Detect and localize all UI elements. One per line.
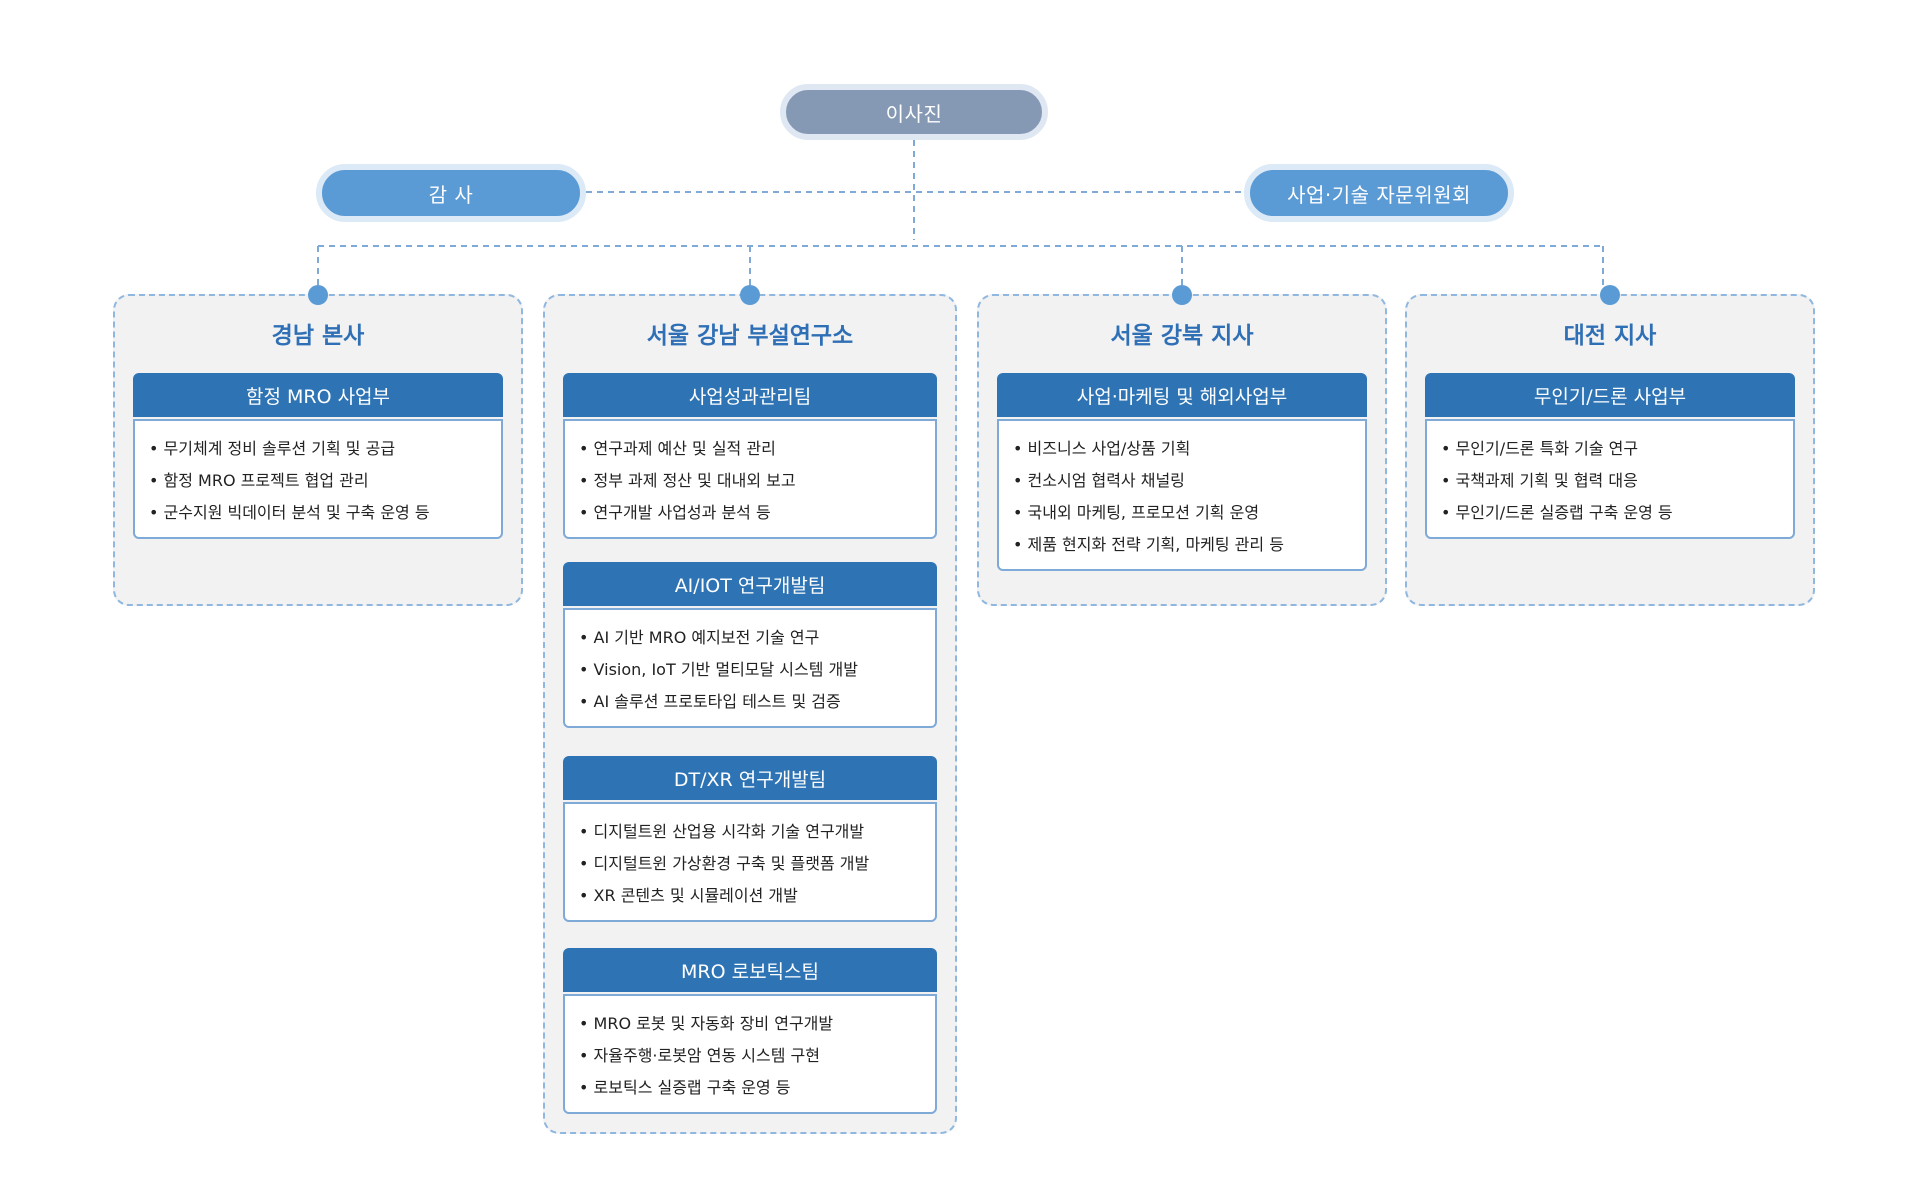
- connector-dot: [1600, 285, 1620, 305]
- team-item: 제품 현지화 전략 기획, 마케팅 관리 등: [1013, 529, 1351, 561]
- board-of-directors: 이사진: [780, 84, 1048, 140]
- team-ai-iot-rnd: AI/IOT 연구개발팀 AI 기반 MRO 예지보전 기술 연구 Vision…: [563, 562, 937, 728]
- team-item: 함정 MRO 프로젝트 협업 관리: [149, 465, 487, 497]
- connector-dot: [740, 285, 760, 305]
- team-body: 연구과제 예산 및 실적 관리 정부 과제 정산 및 대내외 보고 연구개발 사…: [563, 419, 937, 539]
- team-item: 연구개발 사업성과 분석 등: [579, 497, 921, 529]
- team-header: 사업성과관리팀: [563, 373, 937, 417]
- team-item: AI 기반 MRO 예지보전 기술 연구: [579, 622, 921, 654]
- team-item: 국내외 마케팅, 프로모션 기획 운영: [1013, 497, 1351, 529]
- team-performance-management: 사업성과관리팀 연구과제 예산 및 실적 관리 정부 과제 정산 및 대내외 보…: [563, 373, 937, 539]
- branch-title: 대전 지사: [1563, 323, 1657, 349]
- team-item: 디지털트윈 가상환경 구축 및 플랫폼 개발: [579, 848, 921, 880]
- branch-title: 경남 본사: [271, 323, 365, 349]
- team-header: MRO 로보틱스팀: [563, 948, 937, 992]
- team-item: 디지털트윈 산업용 시각화 기술 연구개발: [579, 816, 921, 848]
- team-uav-drone: 무인기/드론 사업부 무인기/드론 특화 기술 연구 국책과제 기획 및 협력 …: [1425, 373, 1795, 539]
- team-body: 디지털트윈 산업용 시각화 기술 연구개발 디지털트윈 가상환경 구축 및 플랫…: [563, 802, 937, 922]
- team-item: 비즈니스 사업/상품 기획: [1013, 433, 1351, 465]
- team-item: 군수지원 빅데이터 분석 및 구축 운영 등: [149, 497, 487, 529]
- team-item: 정부 과제 정산 및 대내외 보고: [579, 465, 921, 497]
- team-item: MRO 로봇 및 자동화 장비 연구개발: [579, 1008, 921, 1040]
- team-item: XR 콘텐츠 및 시뮬레이션 개발: [579, 880, 921, 912]
- team-item: 연구과제 예산 및 실적 관리: [579, 433, 921, 465]
- team-item: 로보틱스 실증랩 구축 운영 등: [579, 1072, 921, 1104]
- team-body: AI 기반 MRO 예지보전 기술 연구 Vision, IoT 기반 멀티모달…: [563, 608, 937, 728]
- team-naval-mro: 함정 MRO 사업부 무기체계 정비 솔루션 기획 및 공급 함정 MRO 프로…: [133, 373, 503, 539]
- team-item: 무인기/드론 특화 기술 연구: [1441, 433, 1779, 465]
- branch-seoul-gangbuk: 서울 강북 지사 사업·마케팅 및 해외사업부 비즈니스 사업/상품 기획 컨소…: [977, 285, 1387, 606]
- team-mro-robotics: MRO 로보틱스팀 MRO 로봇 및 자동화 장비 연구개발 자율주행·로봇암 …: [563, 948, 937, 1114]
- branch-title: 서울 강북 지사: [1110, 323, 1254, 349]
- team-body: MRO 로봇 및 자동화 장비 연구개발 자율주행·로봇암 연동 시스템 구현 …: [563, 994, 937, 1114]
- team-header: 무인기/드론 사업부: [1425, 373, 1795, 417]
- connector-dot: [1172, 285, 1192, 305]
- team-item: 무기체계 정비 솔루션 기획 및 공급: [149, 433, 487, 465]
- team-body: 무기체계 정비 솔루션 기획 및 공급 함정 MRO 프로젝트 협업 관리 군수…: [133, 419, 503, 539]
- advisory-committee-node: 사업·기술 자문위원회: [1244, 164, 1514, 222]
- team-item: 컨소시엄 협력사 채널링: [1013, 465, 1351, 497]
- team-item: 자율주행·로봇암 연동 시스템 구현: [579, 1040, 921, 1072]
- team-dt-xr-rnd: DT/XR 연구개발팀 디지털트윈 산업용 시각화 기술 연구개발 디지털트윈 …: [563, 756, 937, 922]
- branch-title: 서울 강남 부설연구소: [646, 323, 854, 349]
- team-header: DT/XR 연구개발팀: [563, 756, 937, 800]
- team-header: 함정 MRO 사업부: [133, 373, 503, 417]
- team-header: AI/IOT 연구개발팀: [563, 562, 937, 606]
- branch-seoul-gangnam-lab: 서울 강남 부설연구소 사업성과관리팀 연구과제 예산 및 실적 관리 정부 과…: [543, 285, 957, 1134]
- team-item: AI 솔루션 프로토타입 테스트 및 검증: [579, 686, 921, 718]
- team-body: 무인기/드론 특화 기술 연구 국책과제 기획 및 협력 대응 무인기/드론 실…: [1425, 419, 1795, 539]
- team-item: 국책과제 기획 및 협력 대응: [1441, 465, 1779, 497]
- audit-label: 감 사: [428, 182, 474, 207]
- team-header: 사업·마케팅 및 해외사업부: [997, 373, 1367, 417]
- team-item: 무인기/드론 실증랩 구축 운영 등: [1441, 497, 1779, 529]
- connector-dot: [308, 285, 328, 305]
- team-business-marketing-overseas: 사업·마케팅 및 해외사업부 비즈니스 사업/상품 기획 컨소시엄 협력사 채널…: [997, 373, 1367, 571]
- audit-node: 감 사: [316, 164, 586, 222]
- advisory-label: 사업·기술 자문위원회: [1287, 182, 1471, 207]
- team-body: 비즈니스 사업/상품 기획 컨소시엄 협력사 채널링 국내외 마케팅, 프로모션…: [997, 419, 1367, 571]
- board-label: 이사진: [885, 101, 943, 126]
- branch-daejeon: 대전 지사 무인기/드론 사업부 무인기/드론 특화 기술 연구 국책과제 기획…: [1405, 285, 1815, 606]
- branch-gyeongnam-hq: 경남 본사 함정 MRO 사업부 무기체계 정비 솔루션 기획 및 공급 함정 …: [113, 285, 523, 606]
- team-item: Vision, IoT 기반 멀티모달 시스템 개발: [579, 654, 921, 686]
